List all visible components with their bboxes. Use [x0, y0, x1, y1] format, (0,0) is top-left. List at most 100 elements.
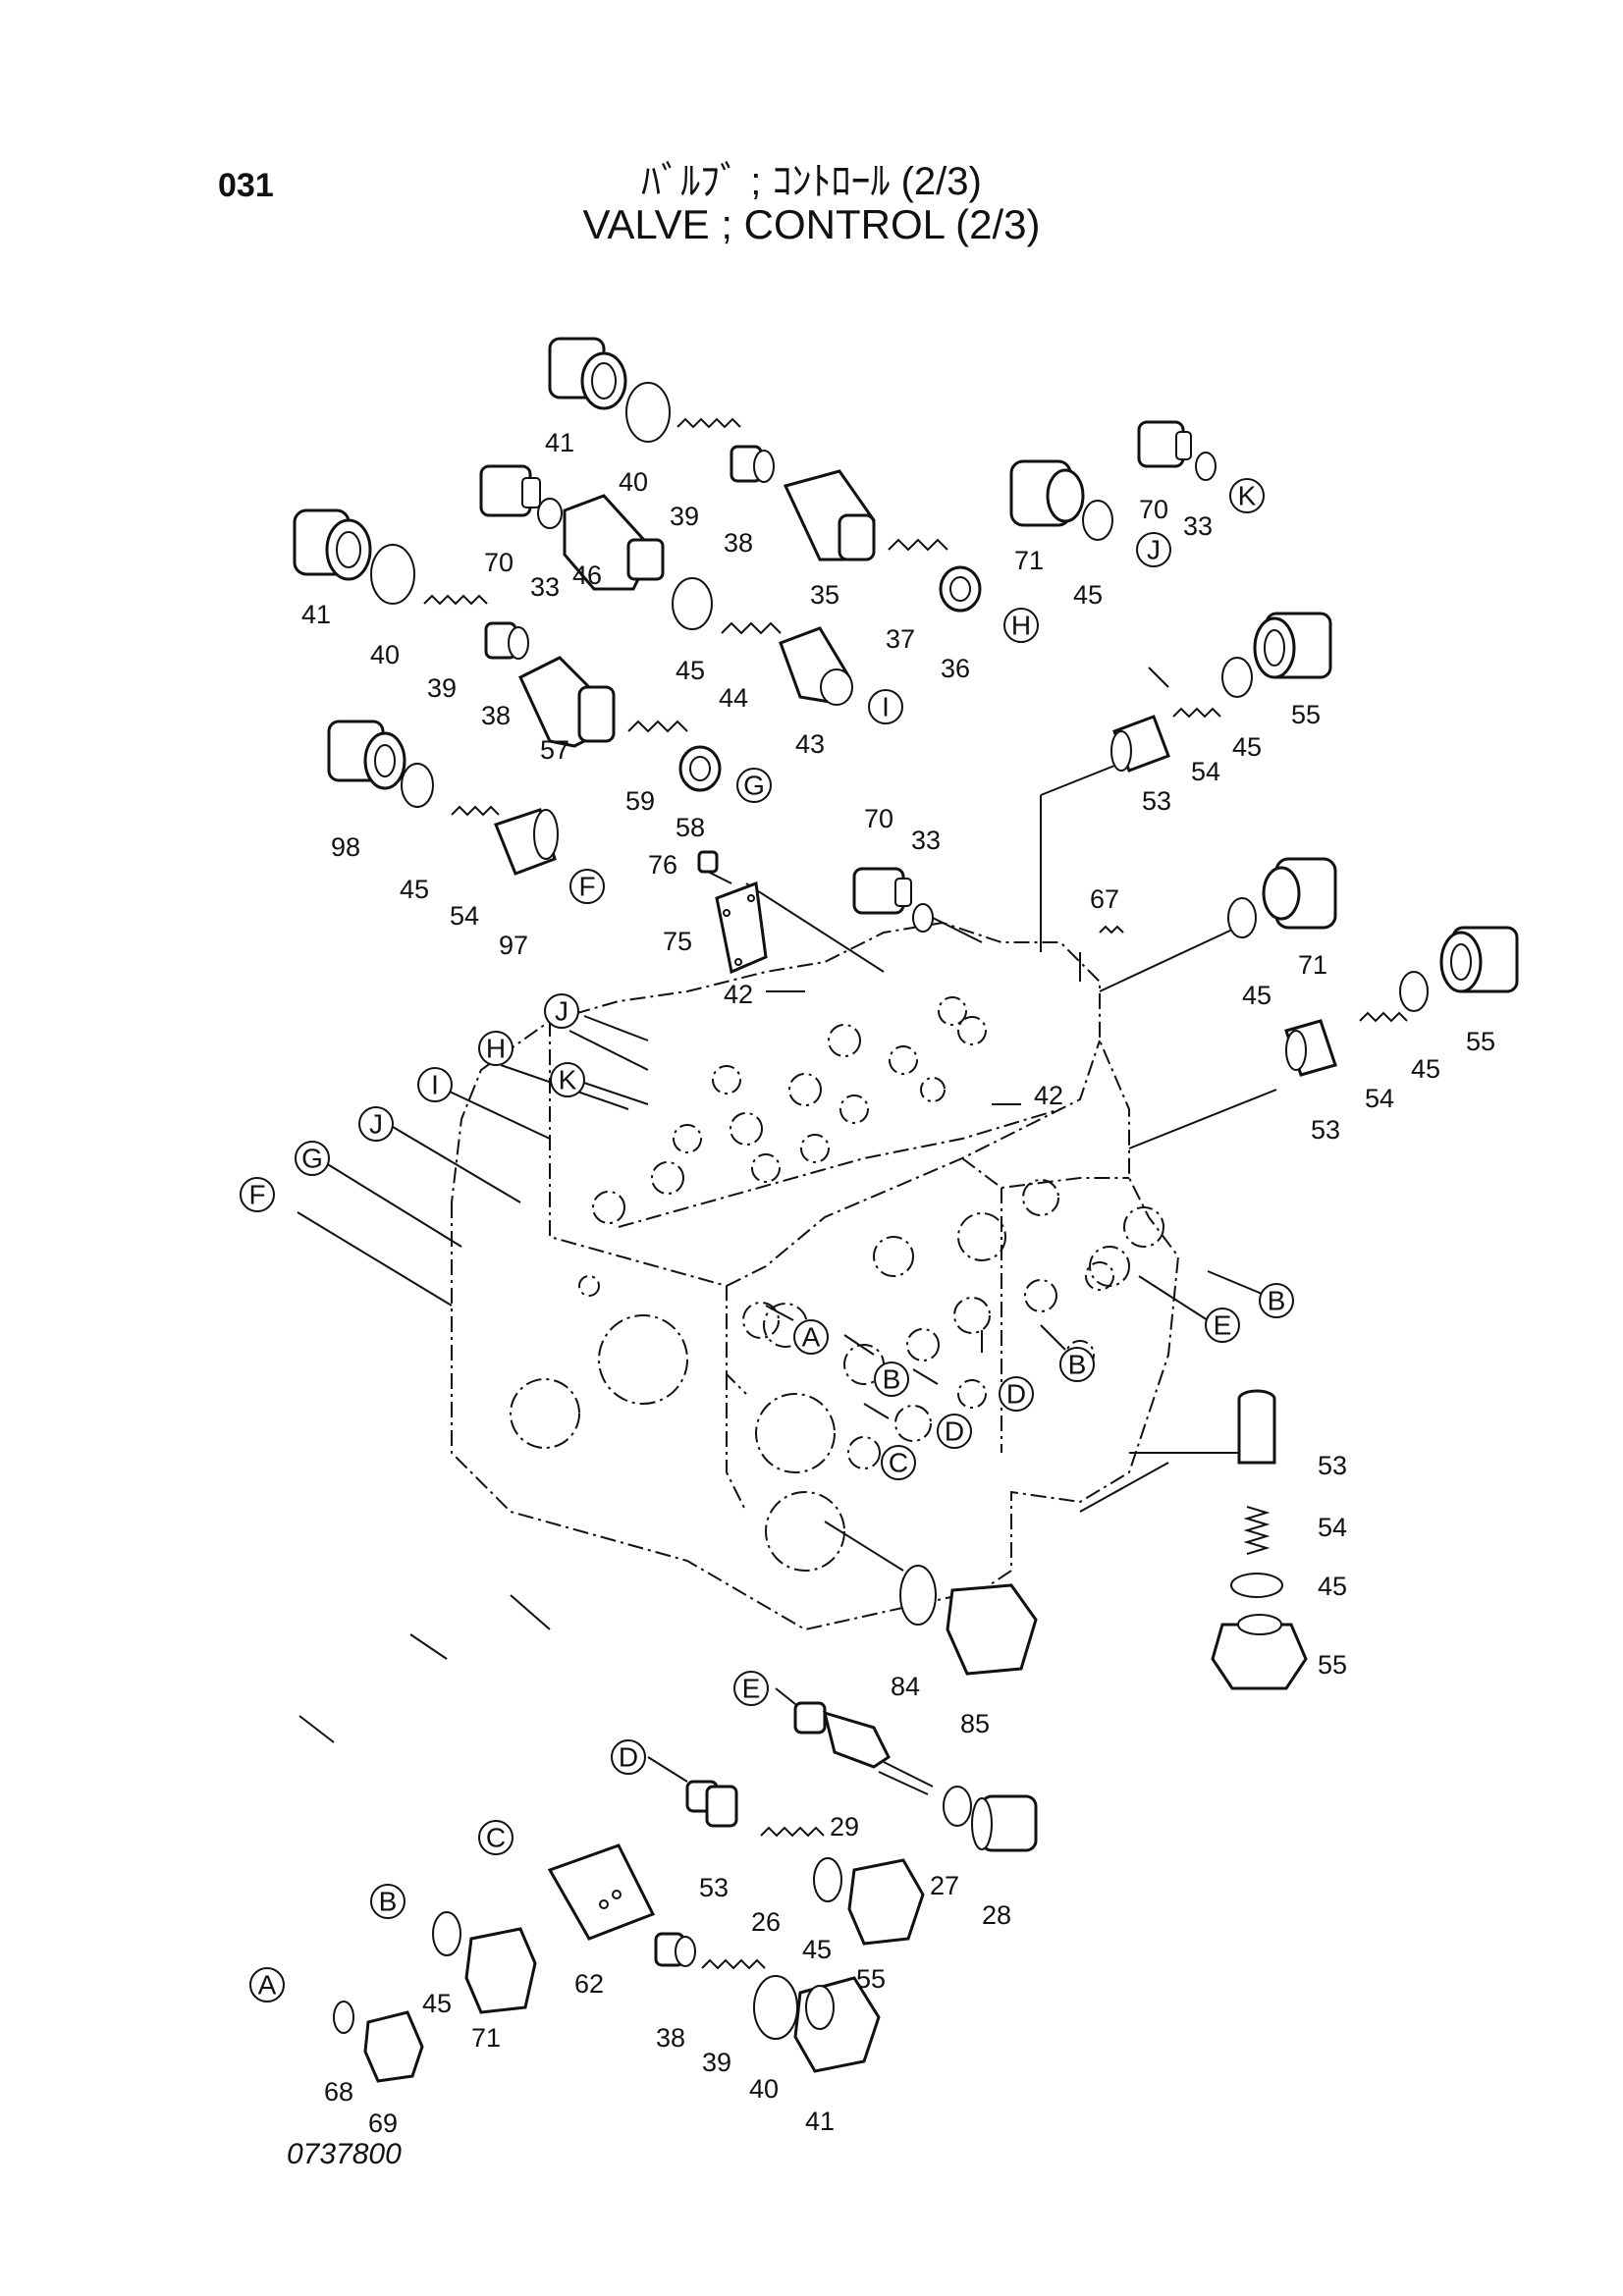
label-75: 75	[663, 927, 692, 956]
sleeve-38-upper	[730, 445, 775, 483]
svg-text:I: I	[882, 692, 890, 722]
o-ring-45-lower	[813, 1857, 842, 1902]
plug-41-lower	[793, 1976, 881, 2073]
label-39-left: 39	[427, 673, 457, 703]
callout-b-body-1: B	[874, 1362, 909, 1397]
label-45-right-3: 45	[1411, 1054, 1440, 1084]
label-55-bottom-right: 55	[1318, 1650, 1347, 1680]
spring-54-right-2	[1359, 1011, 1408, 1023]
callout-d-body-2: D	[999, 1376, 1034, 1412]
sleeve-38-left	[484, 621, 529, 660]
o-ring-45-bottom-right	[1230, 1573, 1283, 1598]
label-68: 68	[324, 2077, 353, 2107]
callout-c-body: C	[881, 1445, 916, 1480]
svg-text:K: K	[1238, 481, 1257, 511]
callout-b-body-3: B	[1259, 1283, 1294, 1318]
label-43: 43	[795, 729, 825, 759]
label-38-lower: 38	[656, 2023, 685, 2053]
spool-57	[518, 656, 616, 748]
label-53-bottom-right: 53	[1318, 1451, 1347, 1480]
callout-b-lower: B	[370, 1884, 406, 1919]
label-40-left: 40	[370, 640, 400, 669]
plug-71-upper	[1009, 459, 1085, 527]
label-45-upper-right: 45	[1073, 580, 1103, 610]
label-57: 57	[540, 735, 569, 765]
callout-e-body: E	[1205, 1308, 1240, 1343]
label-59: 59	[625, 786, 655, 816]
label-53-right-2: 53	[1311, 1115, 1340, 1145]
o-ring-27	[943, 1786, 972, 1827]
leader-lines	[297, 490, 1277, 1783]
label-26: 26	[751, 1907, 781, 1937]
callout-f-left: F	[240, 1177, 275, 1212]
o-ring-33-upper-right	[1195, 452, 1217, 481]
label-29: 29	[830, 1812, 859, 1842]
label-69: 69	[368, 2109, 398, 2138]
svg-text:B: B	[1068, 1350, 1087, 1380]
label-70-mid: 70	[864, 804, 893, 833]
callout-e-lower: E	[733, 1671, 769, 1706]
label-44: 44	[719, 683, 748, 713]
svg-text:E: E	[742, 1674, 761, 1704]
o-ring-33-left	[537, 498, 563, 529]
svg-text:A: A	[258, 1970, 277, 2001]
callout-j-left: J	[358, 1106, 394, 1142]
label-71-lower: 71	[471, 2023, 501, 2053]
o-ring-45-right-2	[1227, 897, 1257, 938]
svg-text:J: J	[1147, 535, 1161, 565]
o-ring-33-mid	[912, 903, 934, 933]
callout-g-top: G	[736, 768, 772, 803]
plug-69	[363, 2010, 424, 2083]
pin-67	[1099, 925, 1124, 934]
label-85: 85	[960, 1709, 990, 1738]
label-41-lower: 41	[805, 2107, 835, 2136]
valve-body	[451, 921, 1180, 1631]
callout-h-top: H	[1003, 608, 1039, 643]
label-45-right-2: 45	[1242, 981, 1271, 1010]
label-58: 58	[676, 813, 705, 842]
svg-text:G: G	[743, 771, 765, 801]
svg-text:K: K	[559, 1065, 577, 1095]
plug-55-right-2	[1439, 926, 1519, 993]
plug-28	[971, 1794, 1038, 1852]
drawing-number: 0737800	[287, 2138, 402, 2170]
plug-71-lower	[464, 1927, 537, 2014]
callout-j-top: J	[1136, 532, 1171, 567]
label-45-bottom-right: 45	[1318, 1572, 1347, 1601]
label-67: 67	[1090, 884, 1119, 914]
check-53-lower	[685, 1780, 738, 1828]
callout-d-lower: D	[611, 1739, 646, 1775]
callout-d-body-1: D	[937, 1414, 972, 1449]
label-54-left: 54	[450, 901, 479, 931]
label-39-upper: 39	[670, 502, 699, 531]
spool-62	[547, 1843, 656, 1941]
check-97	[494, 808, 559, 876]
o-ring-45-mid	[672, 577, 713, 630]
spool-29	[793, 1701, 934, 1795]
spring-54-left	[451, 805, 500, 817]
callout-i-top: I	[868, 689, 903, 724]
label-54-bottom-right: 54	[1318, 1513, 1347, 1542]
svg-text:J: J	[369, 1109, 383, 1140]
label-54-right-2: 54	[1365, 1084, 1394, 1113]
label-38-upper: 38	[724, 528, 753, 558]
bolt-76	[697, 850, 732, 884]
svg-text:F: F	[578, 872, 595, 902]
svg-text:J: J	[555, 996, 568, 1027]
o-ring-40-lower	[753, 1975, 798, 2040]
label-98: 98	[331, 832, 360, 862]
part-number-labels: 41 40 39 38 35 37 36 70 33 46 41 40 39 3…	[301, 428, 1495, 2138]
callout-a-body: A	[793, 1319, 829, 1355]
plug-71-right	[1262, 857, 1337, 930]
spring-54-right-1	[1172, 707, 1221, 719]
plug-55-right-1	[1253, 612, 1332, 679]
piston-43	[779, 626, 853, 706]
spool-35	[783, 469, 876, 561]
svg-text:E: E	[1214, 1310, 1232, 1341]
label-70-left: 70	[484, 548, 514, 577]
o-ring-84	[899, 1565, 937, 1626]
label-55-right-2: 55	[1466, 1027, 1495, 1056]
title-japanese: ﾊﾞﾙﾌﾞ ; ｺﾝﾄﾛｰﾙ (2/3)	[641, 160, 982, 203]
ring-58	[678, 745, 722, 792]
label-55-lower: 55	[856, 1964, 886, 1994]
